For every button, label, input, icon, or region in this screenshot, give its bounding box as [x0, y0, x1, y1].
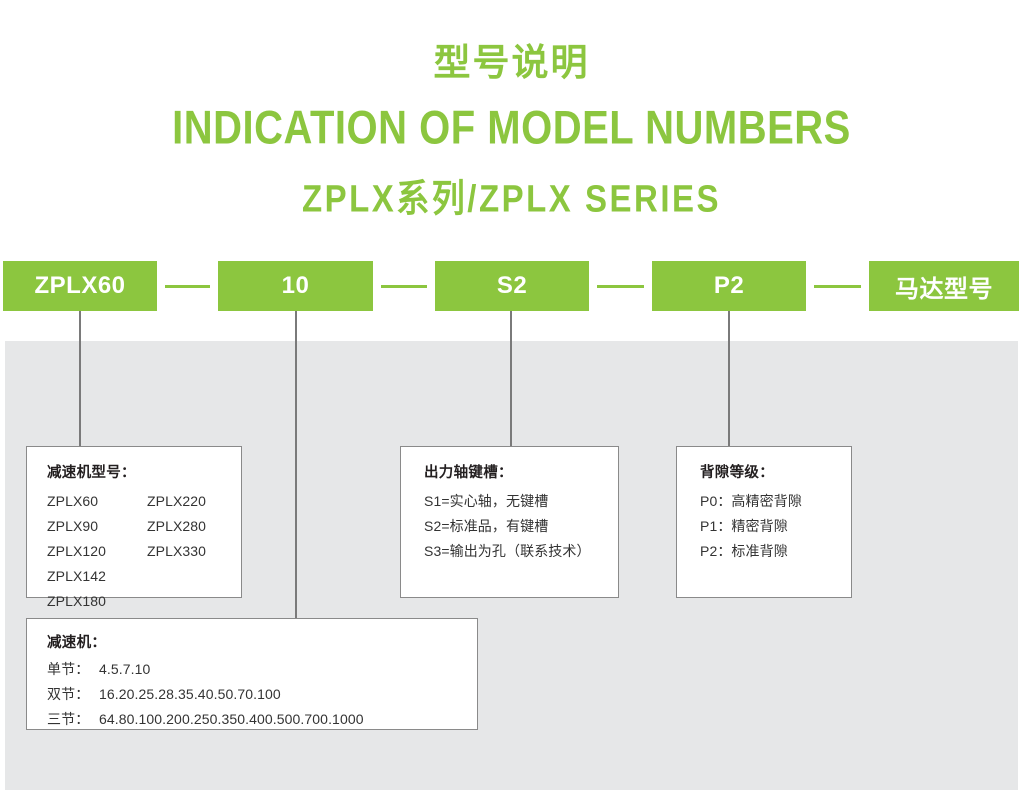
- ratio-value: 16.20.25.28.35.40.50.70.100: [99, 686, 281, 702]
- list-item: ZPLX330: [147, 543, 207, 559]
- code-segment-output-keyway[interactable]: S2: [435, 261, 589, 311]
- page-title: 型号说明 INDICATION OF MODEL NUMBERS ZPLX系列/…: [0, 0, 1023, 220]
- list-item: ZPLX90: [47, 518, 99, 534]
- connector-dash: [814, 285, 861, 288]
- info-box-gearbox-model: 减速机型号： ZPLX60 ZPLX90 ZPLX120 ZPLX142 ZPL…: [26, 446, 242, 609]
- list-item: 单节： 4.5.7.10: [47, 657, 364, 682]
- code-segment-ratio[interactable]: 10: [218, 261, 373, 311]
- leader-line-ratio: [295, 311, 297, 618]
- connector-dash: [381, 285, 427, 288]
- list-item: S2=标准品，有键槽: [424, 518, 549, 534]
- list-item: P2：标准背隙: [700, 543, 788, 559]
- info-box-backlash-grade-title: 背隙等级：: [700, 465, 774, 481]
- ratio-value: 4.5.7.10: [99, 661, 151, 677]
- list-item: ZPLX180: [47, 593, 107, 609]
- info-box-gearbox-model-title: 减速机型号：: [47, 465, 136, 481]
- list-item: ZPLX120: [47, 543, 107, 559]
- list-item: S3=输出为孔（联系技术）: [424, 543, 591, 559]
- code-segment-motor-model[interactable]: 马达型号: [869, 261, 1019, 311]
- leader-line-gearbox-model: [79, 311, 81, 446]
- ratio-label: 三节：: [47, 711, 90, 727]
- info-box-ratio: 减速机： 单节： 4.5.7.10 双节： 16.20.25.28.35.40.50…: [26, 618, 478, 730]
- connector-dash: [165, 285, 210, 288]
- code-segment-gearbox-model[interactable]: ZPLX60: [3, 261, 157, 311]
- list-item: ZPLX220: [147, 493, 207, 509]
- list-item: ZPLX142: [47, 568, 107, 584]
- info-box-output-keyway-title: 出力轴键槽：: [424, 465, 513, 481]
- list-item: P1：精密背隙: [700, 518, 788, 534]
- gearbox-model-column-left: ZPLX60 ZPLX90 ZPLX120 ZPLX142 ZPLX180: [47, 489, 106, 614]
- list-item: P0：高精密背隙: [700, 493, 802, 509]
- page-title-english: INDICATION OF MODEL NUMBERS: [172, 102, 851, 154]
- ratio-row-list: 单节： 4.5.7.10 双节： 16.20.25.28.35.40.50.70.1…: [47, 657, 364, 732]
- backlash-grade-row-list: P0：高精密背隙 P1：精密背隙 P2：标准背隙: [700, 489, 802, 564]
- code-segment-backlash-grade[interactable]: P2: [652, 261, 806, 311]
- gearbox-model-column-right: ZPLX220 ZPLX280 ZPLX330: [147, 489, 206, 564]
- output-keyway-row-list: S1=实心轴，无键槽 S2=标准品，有键槽 S3=输出为孔（联系技术）: [424, 489, 591, 564]
- list-item: 双节： 16.20.25.28.35.40.50.70.100: [47, 682, 364, 707]
- ratio-label: 双节：: [47, 686, 90, 702]
- connector-dash: [597, 285, 644, 288]
- ratio-label: 单节：: [47, 661, 90, 677]
- info-box-backlash-grade: 背隙等级： P0：高精密背隙 P1：精密背隙 P2：标准背隙: [676, 446, 852, 598]
- list-item: 三节： 64.80.100.200.250.350.400.500.700.100…: [47, 707, 364, 732]
- page-title-chinese: 型号说明: [433, 42, 590, 83]
- leader-line-output-keyway: [510, 311, 512, 446]
- info-box-output-keyway: 出力轴键槽： S1=实心轴，无键槽 S2=标准品，有键槽 S3=输出为孔（联系技…: [400, 446, 619, 598]
- info-box-ratio-title: 减速机：: [47, 635, 107, 651]
- ratio-value: 64.80.100.200.250.350.400.500.700.1000: [99, 711, 364, 727]
- list-item: ZPLX280: [147, 518, 207, 534]
- page-title-series: ZPLX系列/ZPLX SERIES: [301, 177, 722, 220]
- list-item: S1=实心轴，无键槽: [424, 493, 549, 509]
- list-item: ZPLX60: [47, 493, 99, 509]
- leader-line-backlash-grade: [728, 311, 730, 446]
